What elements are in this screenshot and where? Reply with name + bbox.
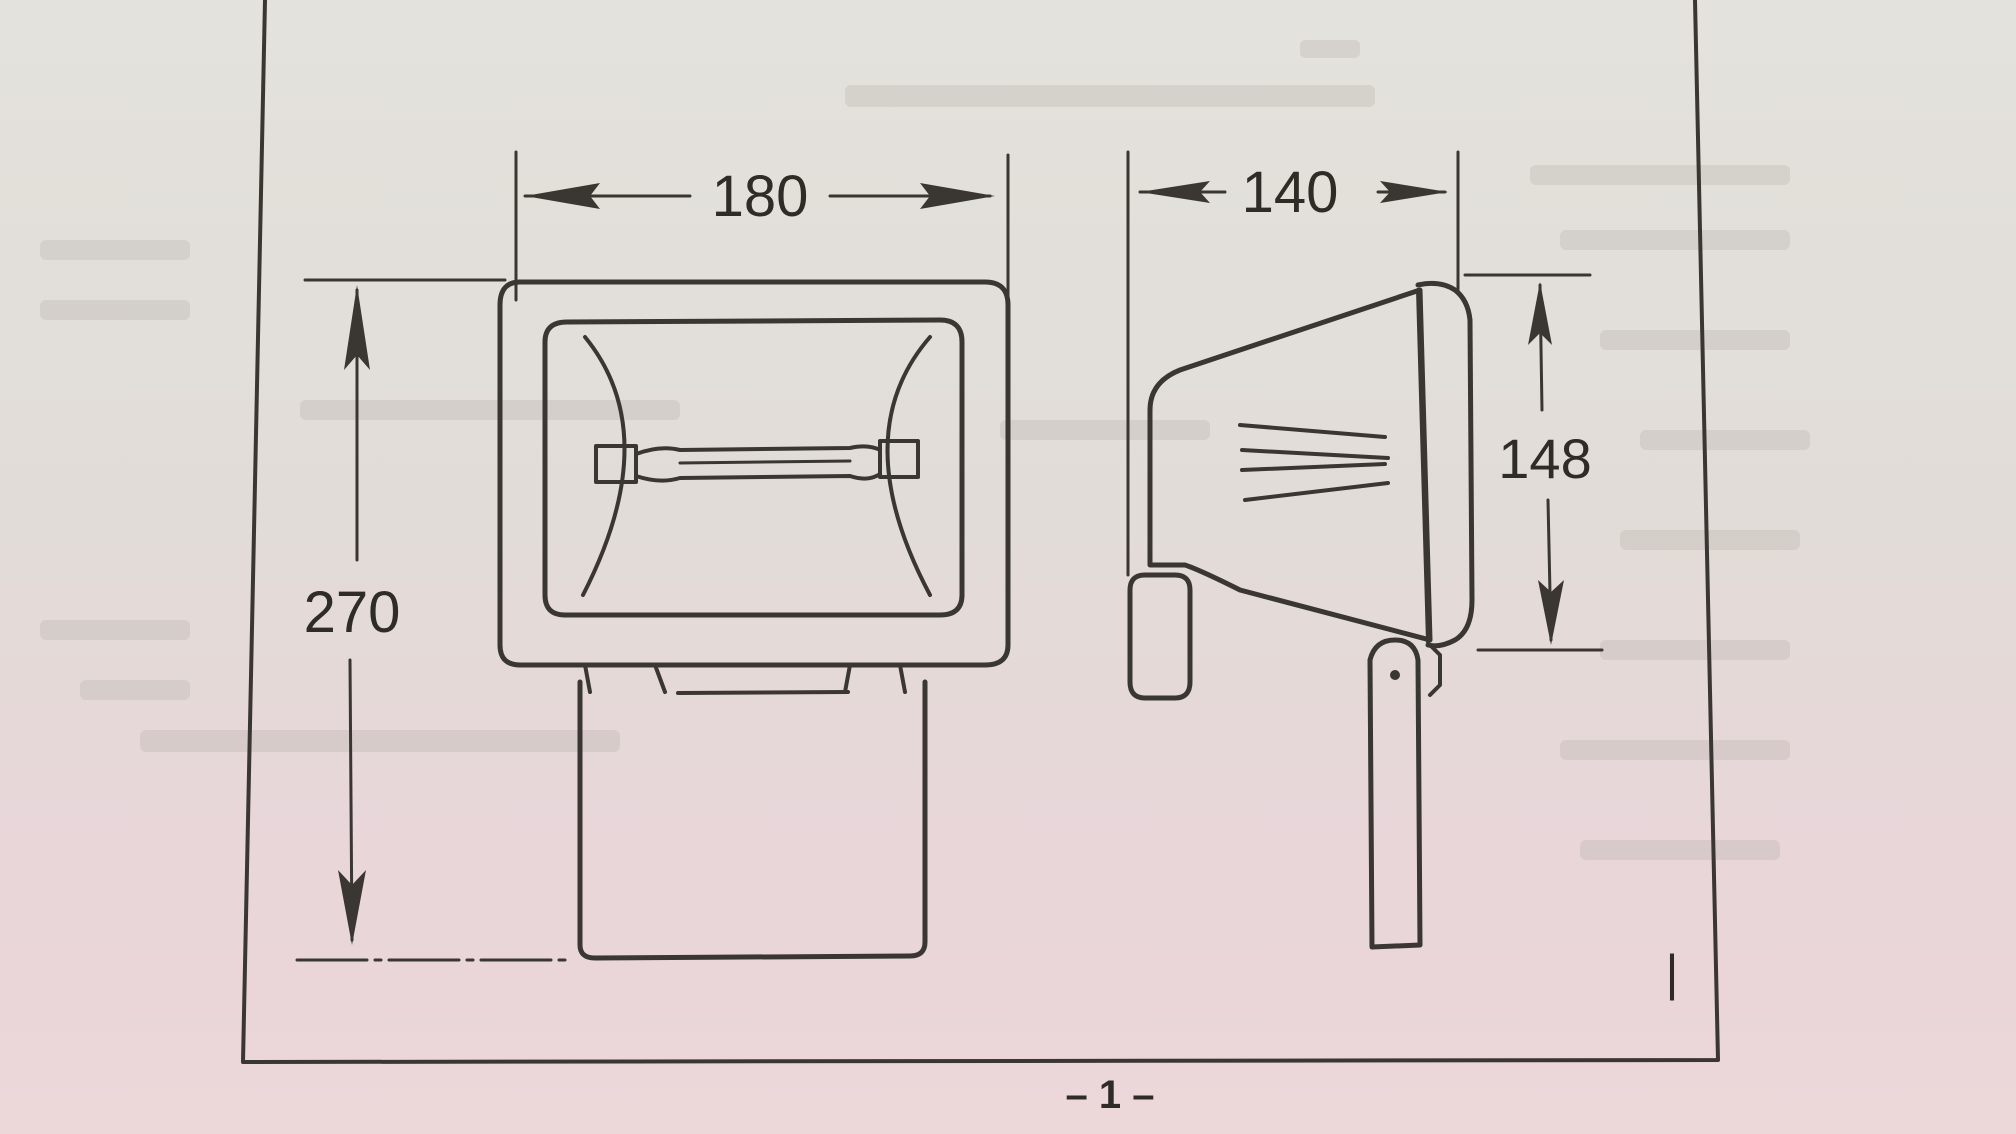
front-lens-frame bbox=[542, 317, 965, 618]
front-view bbox=[295, 150, 1011, 962]
dimension-180: 180 bbox=[523, 164, 995, 229]
margin-mark: | bbox=[1666, 945, 1679, 1001]
halogen-lamp bbox=[594, 439, 920, 484]
dimension-180-label: 180 bbox=[712, 164, 809, 229]
front-housing-outline bbox=[497, 279, 1011, 668]
side-stand-bracket bbox=[1367, 637, 1423, 950]
reflector-left-arc bbox=[581, 335, 627, 597]
page-number: – 1 – bbox=[1066, 1073, 1155, 1117]
dimension-148: 148 bbox=[1498, 282, 1592, 645]
dimension-140: 140 bbox=[1138, 160, 1448, 225]
dimension-270-label: 270 bbox=[304, 580, 401, 645]
side-lamp-body bbox=[1147, 287, 1433, 643]
side-view bbox=[1126, 150, 1604, 950]
side-mounting-plate bbox=[1127, 572, 1193, 701]
dimension-148-label: 148 bbox=[1498, 427, 1591, 490]
side-lens-rim bbox=[1415, 280, 1475, 649]
dimension-140-label: 140 bbox=[1242, 160, 1339, 225]
front-mounting-bracket bbox=[577, 679, 928, 961]
bleed-through-text bbox=[40, 40, 1810, 860]
page-frame bbox=[241, 0, 1720, 1064]
dimension-270: 270 bbox=[304, 285, 401, 945]
reflector-right-arc bbox=[885, 335, 932, 597]
